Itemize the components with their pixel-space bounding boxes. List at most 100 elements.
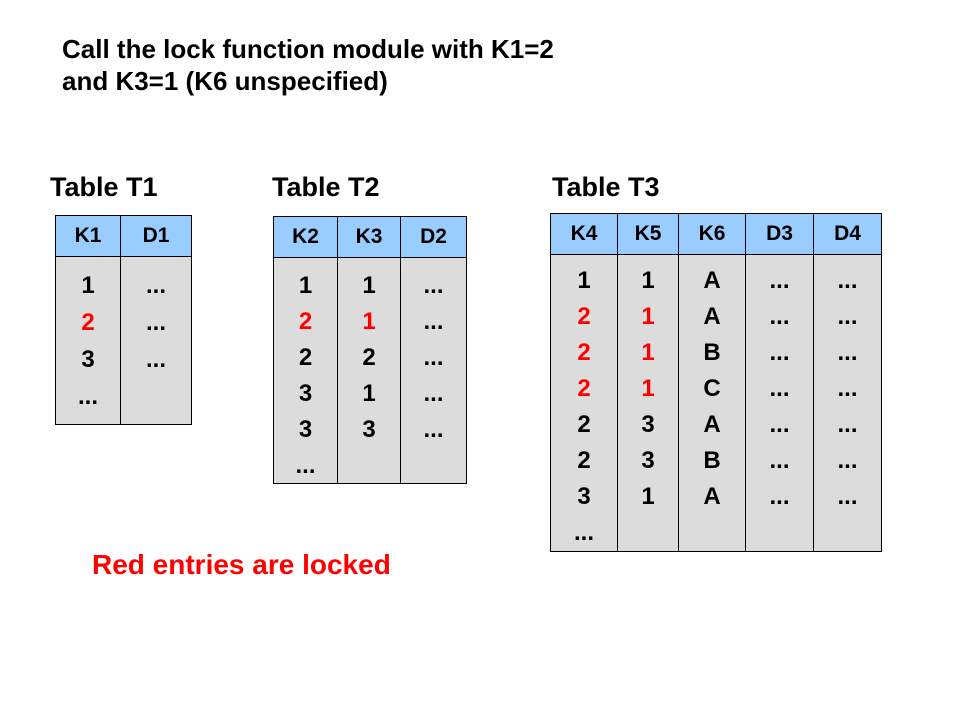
table-cell	[679, 515, 745, 551]
table-cell: 2	[577, 411, 591, 438]
table-cell: 2	[577, 447, 591, 474]
table-cell	[814, 515, 881, 551]
column-header: K4	[551, 214, 618, 254]
table-cell: 3	[81, 345, 95, 373]
table-cell-locked: 2	[298, 308, 313, 335]
column-header: K5	[618, 214, 679, 254]
table-cell: ...	[837, 339, 858, 366]
table-cell: ...	[423, 272, 444, 299]
table-cell: ...	[837, 483, 858, 510]
column-header: D1	[142, 224, 170, 247]
table-cell: ...	[769, 267, 790, 294]
slide-title-line1: Call the lock function module with K1=2	[62, 34, 554, 64]
table-t1-label: Table T1	[50, 172, 158, 202]
table-column: 1 1 2 1 3	[338, 258, 401, 484]
table-column: .........	[121, 257, 191, 424]
table-cell: ...	[837, 267, 858, 294]
table-cell: ...	[769, 411, 790, 438]
table-cell: ...	[423, 344, 444, 371]
table-cell: 1	[641, 483, 655, 510]
table-cell: ...	[769, 375, 790, 402]
column-header: K3	[338, 217, 401, 257]
locked-note: Red entries are locked	[92, 549, 391, 580]
table-column: .....................	[814, 255, 881, 551]
table-cell: B	[703, 447, 721, 474]
table-cell: 1	[298, 272, 313, 299]
table-column: ...............	[401, 258, 466, 484]
table-cell-locked: 1	[641, 339, 655, 366]
table-cell: 1	[362, 380, 376, 407]
table-column: .....................	[746, 255, 814, 551]
table-column: 1 2 3...	[56, 257, 121, 424]
table-cell: 1	[81, 271, 95, 299]
table-cell: ...	[573, 519, 594, 546]
table-cell: 2	[362, 344, 376, 371]
table-cell	[338, 448, 400, 484]
column-header: D3	[746, 214, 814, 254]
table-header-row: K1 D1	[56, 216, 191, 257]
table-cell-locked: 2	[577, 303, 591, 330]
table-cell-locked: 2	[577, 339, 591, 366]
table-cell-locked: 2	[577, 375, 591, 402]
table-t2-label: Table T2	[272, 172, 380, 202]
column-header: K6	[679, 214, 746, 254]
table-cell: ...	[769, 339, 790, 366]
table-cell-locked: 1	[641, 375, 655, 402]
table-cell-locked: 1	[362, 308, 376, 335]
table-cell: 3	[362, 416, 376, 443]
table-cell: 3	[641, 447, 655, 474]
table-cell: ...	[769, 483, 790, 510]
table-cell: A	[703, 267, 721, 294]
table-cell: C	[703, 375, 721, 402]
column-header: K1	[56, 216, 121, 256]
table-body: 1 2 2 3 3... 1 1 2 1 3...............	[274, 258, 466, 484]
table-cell: ...	[295, 452, 316, 479]
table-cell: ...	[837, 447, 858, 474]
table-cell: 1	[641, 267, 655, 294]
table-cell: A	[703, 303, 721, 330]
table-cell	[618, 515, 678, 551]
table-cell-locked: 2	[81, 308, 95, 336]
table-cell: 3	[298, 380, 313, 407]
slide-title-line2: and K3=1 (K6 unspecified)	[62, 66, 388, 96]
table-cell: 1	[577, 267, 591, 294]
table-body: 1 2 3............	[56, 257, 191, 424]
table-cell: ...	[423, 380, 444, 407]
table-cell	[746, 515, 813, 551]
table-group-t1: Table T1 K1 D1 1 2 3............	[50, 172, 192, 425]
table-cell: ...	[769, 447, 790, 474]
table-cell: ...	[837, 303, 858, 330]
table-cell: ...	[77, 382, 98, 410]
table-cell: ...	[769, 303, 790, 330]
table-cell: A	[703, 483, 721, 510]
table-cell: ...	[145, 308, 166, 336]
table-cell: 3	[298, 416, 313, 443]
table-cell: 3	[641, 411, 655, 438]
table-cell: B	[703, 339, 721, 366]
column-header: D4	[834, 222, 861, 245]
table-cell: ...	[423, 308, 444, 335]
table-cell: ...	[837, 375, 858, 402]
table-cell	[121, 378, 191, 415]
column-header: D2	[420, 225, 447, 248]
column-header: K2	[274, 217, 338, 257]
table-cell: ...	[423, 416, 444, 443]
table-cell: ...	[145, 271, 166, 299]
table-cell: 1	[362, 272, 376, 299]
slide-title: Call the lock function module with K1=2 …	[62, 33, 554, 97]
table-t3-label: Table T3	[552, 172, 660, 202]
table-cell: ...	[145, 345, 166, 373]
table-t1: K1 D1 1 2 3............	[55, 215, 192, 425]
